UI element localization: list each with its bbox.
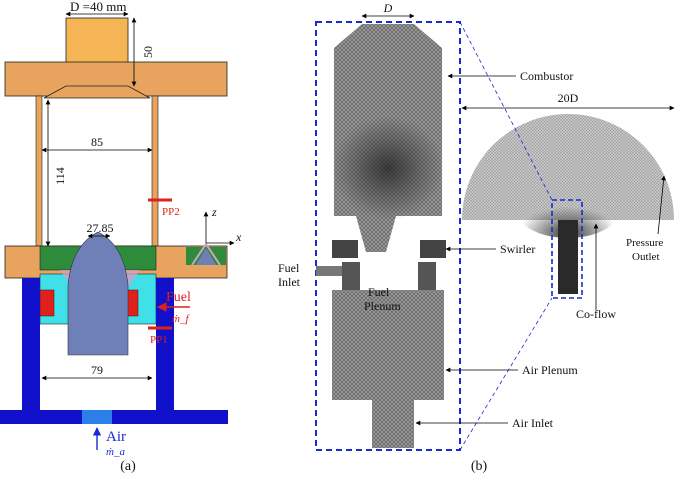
air-plenum-wall-right: [156, 278, 174, 414]
axis-x-label: x: [235, 230, 242, 244]
air-plenum-label: Air Plenum: [522, 363, 578, 377]
fuel-plenum-label-1: Fuel: [368, 285, 390, 299]
dim-D-b-label: D: [383, 1, 393, 15]
fuel-plenum-label-2: Plenum: [364, 299, 401, 313]
outer-domain-mesh: [462, 114, 674, 220]
dim-114-label: 114: [53, 167, 67, 185]
swirler-label: Swirler: [500, 242, 535, 256]
air-inlet-mesh: [372, 400, 414, 448]
pressure-outlet-label-1: Pressure: [626, 237, 663, 249]
dim-85-label: 85: [91, 135, 103, 149]
combustor-corner-right: [414, 24, 442, 48]
zoom-link-bottom: [459, 297, 553, 451]
swirler-right: [420, 240, 446, 258]
caption-b: (b): [471, 459, 488, 474]
panel-b-mesh: D 20D Combustor Swirler Fuel Inlet Fuel …: [278, 1, 675, 474]
combustor-corner-left: [334, 24, 362, 48]
air-rate-label: ṁ_a: [106, 446, 125, 458]
chamber-wall-left: [35, 95, 43, 247]
chamber-wall-right: [151, 95, 159, 247]
pressure-outlet-label-2: Outlet: [632, 251, 660, 263]
air-plenum-mesh: [332, 290, 444, 400]
base-plate: [0, 410, 228, 424]
outer-domain-dense-zone: [518, 186, 618, 238]
inset-bluff: [196, 248, 216, 265]
fuel-inlet-pipe: [316, 266, 342, 276]
fuel-label: Fuel: [166, 290, 191, 305]
small-burner: [558, 220, 578, 294]
dim-D-label: D =40 mm: [70, 0, 126, 14]
co-flow-label: Co-flow: [576, 307, 616, 321]
air-inlet-port: [82, 410, 112, 424]
panel-a-burner-drawing: z x D =40 mm 50 85 114 27.85 79 PP2 PP1 …: [0, 0, 242, 474]
pp2-label: PP2: [162, 206, 180, 218]
bluff-body: [67, 231, 129, 356]
air-inlet-label: Air Inlet: [512, 416, 554, 430]
zoom-link-top: [459, 21, 553, 201]
dim-20D-label: 20D: [558, 91, 579, 105]
fuel-inlet-label-1: Fuel: [278, 261, 300, 275]
dim-50-label: 50: [141, 46, 155, 58]
fuel-inlet-label-2: Inlet: [278, 275, 301, 289]
axis-z-label: z: [211, 205, 217, 219]
dim-27-85-label: 27.85: [87, 221, 114, 235]
fuel-rate-label: ṁ_f: [172, 313, 190, 325]
pressure-outlet-leader: [657, 175, 666, 235]
air-plenum-wall-left: [22, 278, 40, 414]
swirler-left: [332, 240, 358, 258]
pp1-label: PP1: [150, 334, 168, 346]
dim-79-label: 79: [91, 363, 103, 377]
zoom-box-large: [315, 21, 461, 451]
caption-a: (a): [120, 459, 136, 474]
inset-pink: [191, 242, 221, 266]
air-label: Air: [106, 429, 126, 445]
flange-taper: [43, 85, 151, 99]
fuel-channel-left: [39, 289, 55, 317]
combustor-dense-zone: [332, 116, 444, 220]
combustor-label: Combustor: [520, 69, 573, 83]
